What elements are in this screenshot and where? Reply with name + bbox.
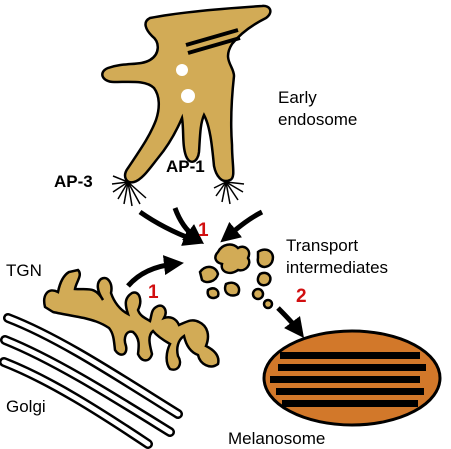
step-number-melanosome: 2 — [296, 286, 307, 307]
ap1-coat-rays — [213, 181, 245, 205]
coat-marks — [185, 28, 241, 55]
melanosome — [262, 329, 442, 427]
early-endosome-label-line1: Early — [278, 88, 317, 107]
golgi-label: Golgi — [6, 397, 46, 416]
ap3-label: AP-3 — [54, 172, 93, 191]
curved-arrow-icon — [126, 255, 184, 288]
endosome-vesicle — [181, 89, 195, 103]
melanosome-label: Melanosome — [228, 429, 326, 448]
step-number-endosome: 1 — [198, 220, 209, 241]
transport-intermediates — [198, 243, 275, 310]
transport-label-line1: Transport — [286, 236, 359, 255]
tgn-label: TGN — [6, 261, 42, 280]
golgi-stack — [0, 313, 183, 449]
transport-label-line2: intermediates — [286, 258, 389, 277]
step-number-tgn: 1 — [148, 282, 159, 303]
curved-arrow-icon — [172, 207, 204, 245]
tgn-network — [43, 268, 220, 371]
ap3-coat-rays — [111, 175, 147, 207]
early-endosome-label-line2: endosome — [278, 110, 358, 129]
endosome-vesicle — [176, 64, 188, 76]
ap1-label: AP-1 — [166, 157, 205, 176]
curved-arrow-icon — [276, 306, 305, 338]
arrows — [126, 207, 305, 338]
curved-arrow-icon — [220, 209, 264, 243]
